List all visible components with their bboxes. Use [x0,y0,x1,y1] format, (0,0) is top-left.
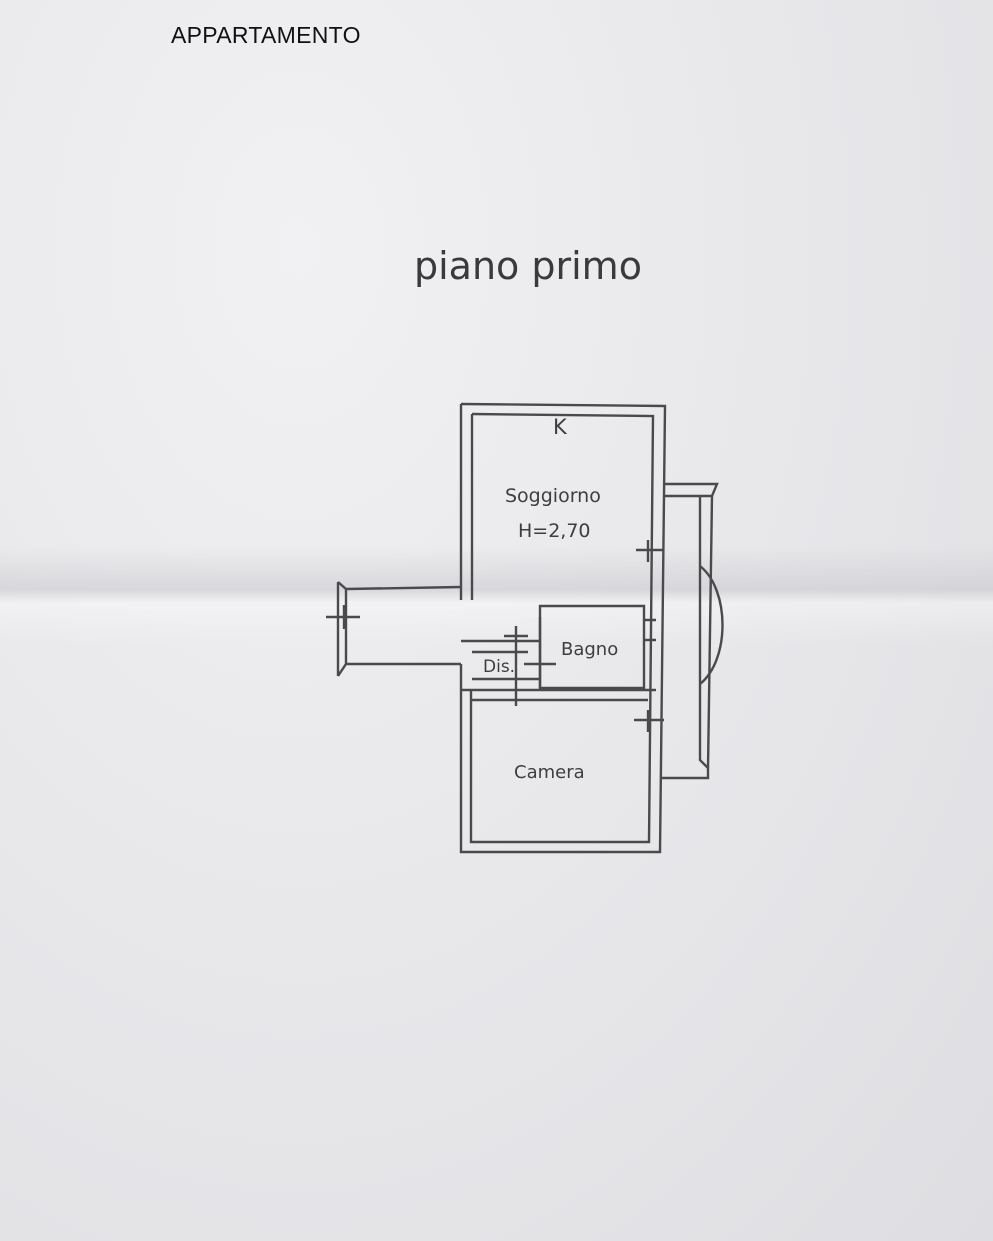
plan-title: piano primo [414,244,642,288]
door-dis [504,626,528,706]
balcony [660,482,719,780]
room-label-camera: Camera [514,762,585,783]
door-soggiorno-balcony [636,540,664,562]
room-label-bagno: Bagno [561,639,618,660]
room-label-soggiorno: Soggiorno [505,485,601,507]
inner-wall [469,412,655,844]
document-label: APPARTAMENTO [171,22,361,48]
entrance-corridor [336,581,462,677]
room-height-soggiorno: H=2,70 [518,520,591,542]
room-label-dis: Dis. [483,657,515,677]
kitchen-marker: K [553,415,568,439]
outer-wall [459,402,667,854]
door-entrance [326,605,360,629]
door-camera-balcony [634,710,664,732]
